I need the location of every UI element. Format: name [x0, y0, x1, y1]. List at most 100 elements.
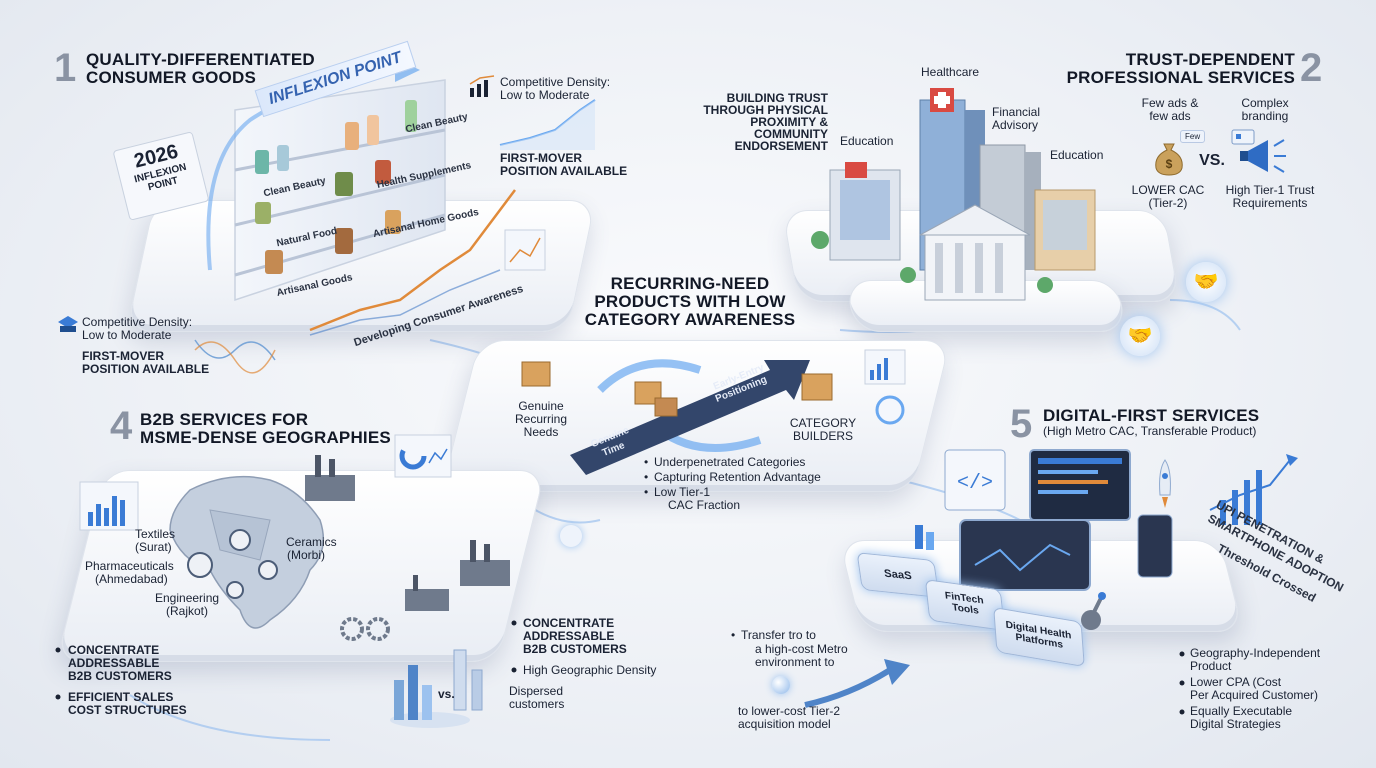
lower-line2: acquisition model	[738, 717, 831, 731]
panel5-bullet3-line1: Equally Executable	[1190, 704, 1293, 718]
panel1-title-line2: CONSUMER GOODS	[86, 68, 256, 87]
factory-icon-1	[305, 455, 355, 501]
first-mover-top-line1: FIRST-MOVER	[500, 151, 583, 165]
panel3-title-line2: PRODUCTS with LOW	[594, 292, 786, 311]
transfer-line3: environment to	[755, 655, 835, 669]
trend-chart	[309, 189, 546, 336]
textiles-line2: (Surat)	[135, 540, 172, 554]
panel3-title-line3: CATEGORY AWARENESS	[584, 310, 796, 329]
panel2-title-line2: PROFESSIONAL SERVICES	[1066, 68, 1295, 87]
left-bullets	[55, 647, 61, 700]
genuine-line2: Recurring	[514, 412, 568, 426]
panel2-title-line1: TRUST-DEPENDENT	[1125, 50, 1295, 69]
panel4-title-line1: B2B SERVICES FOR	[140, 410, 309, 429]
few-bubble-text: Few	[1185, 132, 1201, 141]
panel5-bullet2-line2: Per Acquired Customer)	[1190, 688, 1319, 702]
panel3-bullet-2: Capturing Retention Advantage	[644, 471, 821, 485]
panel5-bullets	[1179, 651, 1185, 715]
tier1-line2: Requirements	[1232, 196, 1308, 210]
trust-line1: BUILDING TRUST	[726, 91, 828, 105]
complex-line1: Complex	[1241, 96, 1289, 110]
pharma-line1: Pharmaceuticals	[85, 559, 174, 573]
panel4-right-line5: Dispersed	[509, 684, 564, 698]
building-financial-line1: Financial	[992, 105, 1041, 119]
building-financial-line2: Advisory	[992, 118, 1039, 132]
transfer-orb	[772, 676, 790, 694]
panel4-left-line4: EFFICIENT SALES	[68, 690, 174, 704]
panel3-title-line1: RECURRING-NEED	[610, 274, 770, 293]
panel5-bullet1-line2: Product	[1190, 659, 1232, 673]
trust-line3: PROXIMITY &	[750, 115, 828, 129]
builders-line1: CATEGORY	[789, 416, 857, 430]
factory-icon-2	[460, 540, 510, 586]
megaphone-icon	[1231, 129, 1286, 173]
trust-line4: COMMUNITY	[754, 127, 828, 141]
panel4-right-line2: ADDRESSABLE	[523, 629, 615, 643]
building-education-right: Education	[1050, 148, 1104, 162]
building-blocks-icon	[58, 316, 78, 332]
panel4-title-line2: MSME-DENSE GEOGRAPHIES	[140, 428, 391, 447]
tier1-line1: High Tier-1 Trust	[1225, 183, 1315, 197]
vs-label: VS.	[1199, 152, 1225, 169]
density-top-line2: Low to Moderate	[500, 88, 590, 102]
genuine-line1: Genuine	[518, 399, 564, 413]
svg-text:$: $	[1166, 157, 1173, 171]
panel5-number: 5	[1010, 402, 1033, 446]
panel4-right-line4: High Geographic Density	[523, 663, 657, 677]
handshake-node-upper: 🤝	[1186, 262, 1226, 302]
handshake-icon: 🤝	[1193, 271, 1219, 293]
transfer-line1: Transfer tro to	[731, 629, 816, 643]
robot-arm-icon	[1081, 592, 1106, 630]
building-healthcare-label: Healthcare	[921, 65, 980, 79]
density-bottom-line1: Competitive Density:	[82, 315, 193, 329]
complex-line2: branding	[1241, 109, 1289, 123]
first-mover-bottom-line2: POSITION AVAILABLE	[82, 362, 210, 376]
trust-line2: THROUGH PHYSICAL	[703, 103, 828, 117]
panel4-number: 4	[110, 404, 133, 448]
pharma-line2: (Ahmedabad)	[95, 572, 168, 586]
handshake-node-lower: 🤝	[1120, 316, 1160, 356]
link-node	[560, 525, 582, 547]
panel5-bullet3-line2: Digital Strategies	[1190, 717, 1281, 731]
panel4-right-line6: customers	[509, 697, 565, 711]
money-bag-icon: $	[1155, 143, 1183, 176]
panel3-bullet-1: Underpenetrated Categories	[644, 456, 805, 470]
gears-icon	[340, 617, 390, 641]
ceramics-line1: Ceramics	[286, 535, 337, 549]
panel4-left-line1: CONCENTRATE	[68, 643, 160, 657]
first-mover-top-line2: POSITION AVAILABLE	[500, 164, 628, 178]
builders-line2: BUILDERS	[792, 429, 854, 443]
buildings-cluster	[811, 88, 1096, 301]
panel1-title-line1: QUALITY-DIFFERENTIATED	[86, 50, 315, 69]
right-bullets	[511, 620, 517, 673]
few-ads-line1: Few ads &	[1141, 96, 1199, 110]
engineering-line2: (Rajkot)	[166, 604, 209, 618]
textiles-line1: Textiles	[135, 527, 176, 541]
region-map	[169, 475, 325, 629]
lower-cac-line2: (Tier-2)	[1148, 196, 1188, 210]
panel2-number: 2	[1300, 46, 1323, 90]
factory-icon-3	[405, 575, 449, 611]
panel5-bullet2-line1: Lower CPA (Cost	[1190, 675, 1282, 689]
few-bubble: Few	[1180, 130, 1206, 143]
panel4-right-line3: B2B CUSTOMERS	[523, 642, 627, 656]
building-education-left: Education	[840, 134, 894, 148]
trust-line5: ENDORSEMENT	[734, 139, 828, 153]
shelf-unit	[234, 79, 446, 302]
panel1-number: 1	[54, 46, 77, 90]
density-bottom-line2: Low to Moderate	[82, 328, 172, 342]
wave-lines	[194, 339, 276, 374]
devices-cluster: </>	[915, 449, 1173, 591]
panel4-left-line3: B2B CUSTOMERS	[68, 669, 172, 683]
few-ads-line2: few ads	[1149, 109, 1191, 123]
bar-chart-icon	[469, 75, 495, 97]
cycle-diagram	[521, 349, 906, 475]
panel5-title: DIGITAL-FIRST SERVICES	[1043, 406, 1260, 425]
panel3-bullet-3-line2: CAC Fraction	[668, 498, 741, 512]
engineering-line1: Engineering	[155, 591, 220, 605]
svg-text:</>: </>	[957, 472, 993, 495]
transfer-line2: a high-cost Metro	[755, 642, 848, 656]
genuine-line3: Needs	[523, 425, 559, 439]
pie-chart-panel	[394, 434, 452, 478]
panel4-vs: vs.	[438, 687, 455, 701]
